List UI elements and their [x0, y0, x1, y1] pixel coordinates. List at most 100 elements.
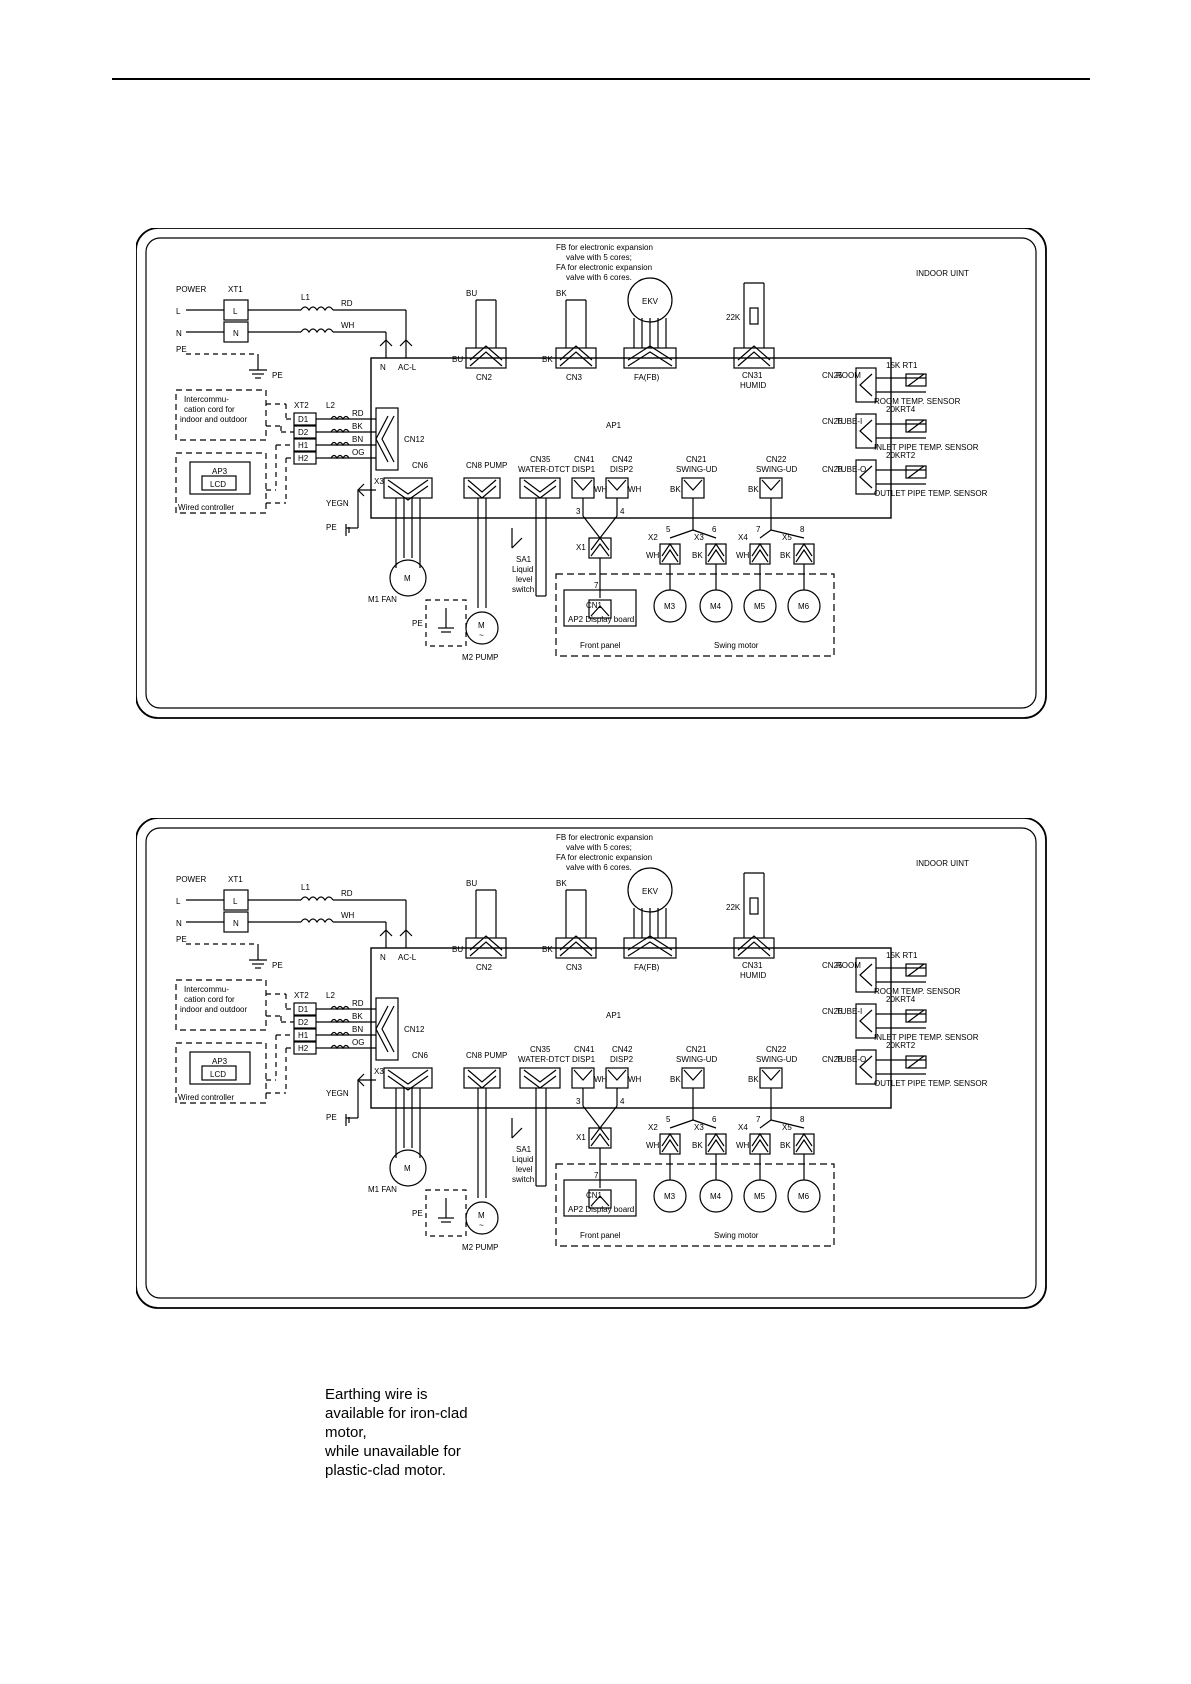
- num-3a: 3: [576, 1097, 581, 1106]
- ekv-note-3: FA for electronic expansion: [556, 263, 652, 272]
- wiring-diagram-1: FB for electronic expansion valve with 5…: [136, 228, 1056, 728]
- tube-i-label: TUBE-I: [836, 1007, 862, 1016]
- cn3-label: CN3: [566, 373, 583, 382]
- cn42-label: CN42: [612, 1045, 633, 1054]
- fafb-label: FA(FB): [634, 373, 660, 382]
- m2-pump-label: M2 PUMP: [462, 1243, 498, 1252]
- m6-label: M6: [798, 1192, 810, 1201]
- cn22-label: CN22: [766, 1045, 787, 1054]
- cn22-label: CN22: [766, 455, 787, 464]
- yegn-label: YEGN: [326, 1089, 349, 1098]
- x4-wh: WH: [736, 551, 750, 560]
- fan-m-label: M: [404, 1164, 411, 1173]
- d2-label: D2: [298, 1018, 309, 1027]
- wire-og: OG: [352, 448, 364, 457]
- rd-label: RD: [341, 889, 353, 898]
- cn3-label: CN3: [566, 963, 583, 972]
- cn12-label: CN12: [404, 1025, 425, 1034]
- swing-ud-a-label: SWING-UD: [676, 1055, 718, 1064]
- wire-bk: BK: [352, 422, 363, 431]
- room-label: ROOM: [836, 961, 861, 970]
- bottom-connectors: [383, 1067, 821, 1235]
- level-label: level: [516, 575, 533, 584]
- wire-rd: RD: [352, 409, 364, 418]
- num-6: 6: [712, 1115, 717, 1124]
- disp2-label: DISP2: [610, 1055, 634, 1064]
- cn42-label: CN42: [612, 455, 633, 464]
- swing-motor-label: Swing motor: [714, 1231, 759, 1240]
- inner-frame: [145, 237, 1037, 709]
- cn21-bk: BK: [670, 485, 681, 494]
- lcd-label: LCD: [210, 480, 226, 489]
- ekv-note-2: valve with 5 cores;: [566, 843, 632, 852]
- wire-og: OG: [352, 1038, 364, 1047]
- cn1-label: CN1: [586, 1191, 603, 1200]
- disp1-label: DISP1: [572, 1055, 596, 1064]
- swing-ud-a-label: SWING-UD: [676, 465, 718, 474]
- x2-label: X2: [648, 533, 658, 542]
- diagram2-svg: FB for electronic expansion valve with 5…: [136, 818, 1047, 1309]
- pe-earth-label: PE: [272, 371, 283, 380]
- top-connectors: [465, 277, 775, 369]
- bu-wire-label: BU: [466, 289, 477, 298]
- num-5: 5: [666, 1115, 671, 1124]
- front-panel-label: Front panel: [580, 1231, 621, 1240]
- x5-bk: BK: [780, 1141, 791, 1150]
- ap1-label: AP1: [606, 421, 622, 430]
- x4-label: X4: [738, 533, 748, 542]
- earthing-note-line: plastic-clad motor.: [325, 1462, 446, 1479]
- cn41-label: CN41: [574, 1045, 595, 1054]
- x1-label: X1: [576, 543, 586, 552]
- cn26-label: CN26: [822, 1007, 843, 1016]
- cn35-label: CN35: [530, 1045, 551, 1054]
- m4-label: M4: [710, 602, 722, 611]
- earthing-note-line: available for iron-clad: [325, 1405, 468, 1422]
- ap3-label: AP3: [212, 1057, 228, 1066]
- sensor-connectors: [855, 957, 927, 1085]
- num-7b: 7: [756, 525, 761, 534]
- l-label: L: [176, 897, 181, 906]
- cn28-label: CN28: [822, 465, 843, 474]
- cn21-bk: BK: [670, 1075, 681, 1084]
- x3-bk: BK: [692, 551, 703, 560]
- diagram1-svg: FB for electronic expansion valve with 5…: [136, 228, 1047, 719]
- inner-frame: [145, 827, 1037, 1299]
- h2-label: H2: [298, 454, 309, 463]
- cn6-label: CN6: [412, 461, 429, 470]
- x3-bk: BK: [692, 1141, 703, 1150]
- x2-wh: WH: [646, 1141, 660, 1150]
- wire-bn: BN: [352, 435, 363, 444]
- board-acl-label: AC-L: [398, 953, 417, 962]
- ekv-note-1: FB for electronic expansion: [556, 833, 653, 842]
- m3-label: M3: [664, 602, 676, 611]
- outer-frame: [136, 228, 1047, 719]
- m2-pump-label: M2 PUMP: [462, 653, 498, 662]
- front-panel-label: Front panel: [580, 641, 621, 650]
- m5-label: M5: [754, 602, 766, 611]
- terminal-l: L: [233, 897, 238, 906]
- earthing-note: Earthing wire is available for iron-clad…: [325, 1385, 555, 1480]
- x4-wh: WH: [736, 1141, 750, 1150]
- room-sensor-label: ROOM TEMP. SENSOR: [874, 987, 961, 996]
- fan-pe-label: PE: [412, 619, 423, 628]
- disp1-wh: WH: [594, 485, 608, 494]
- liquid-label: Liquid: [512, 565, 533, 574]
- power-label: POWER: [176, 875, 206, 884]
- wired-controller-label: Wired controller: [178, 503, 234, 512]
- h2-label: H2: [298, 1044, 309, 1053]
- wire-bk: BK: [352, 1012, 363, 1021]
- num-4a: 4: [620, 1097, 625, 1106]
- cn1-label: CN1: [586, 601, 603, 610]
- intercom-1: Intercommu-: [184, 985, 229, 994]
- intercom-3: indoor and outdoor: [180, 1005, 248, 1014]
- h1-label: H1: [298, 1031, 309, 1040]
- wh-label: WH: [341, 321, 355, 330]
- liquid-label: Liquid: [512, 1155, 533, 1164]
- x5-bk: BK: [780, 551, 791, 560]
- rt1-label: 15K RT1: [886, 951, 918, 960]
- ekv-label: EKV: [642, 297, 659, 306]
- sensor-connectors: [855, 367, 927, 495]
- m5-label: M5: [754, 1192, 766, 1201]
- earthing-note-line: while unavailable for: [325, 1443, 461, 1460]
- l2-label: L2: [326, 401, 335, 410]
